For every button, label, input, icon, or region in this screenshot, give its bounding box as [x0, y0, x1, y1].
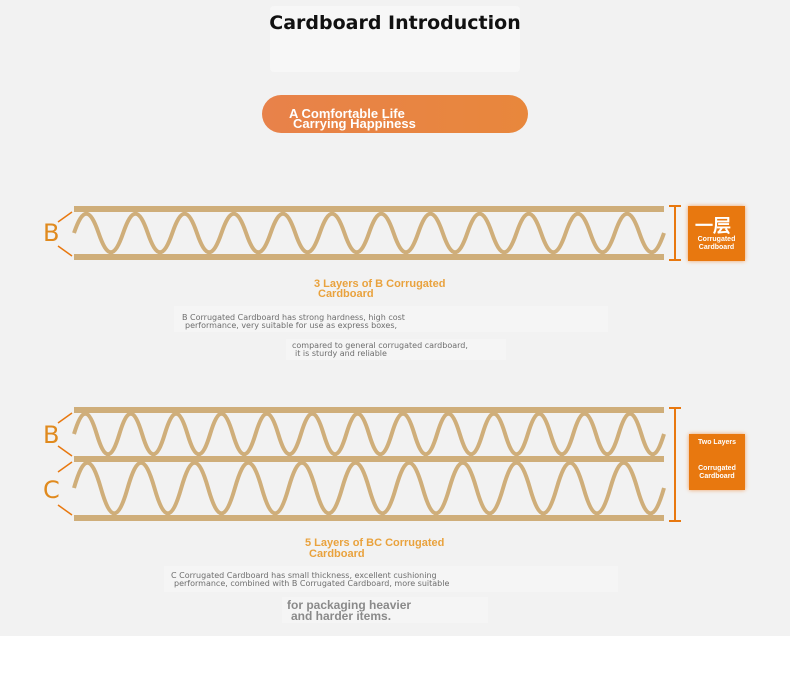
badge-caption-2: Cardboard	[698, 244, 735, 251]
description-line-4: and harder items.	[291, 609, 392, 623]
layer-badge-two: Two Layers Corrugated Cardboard	[689, 434, 745, 490]
description-line-2: performance, very suitable for use as ex…	[185, 321, 398, 330]
description-backdrop	[282, 597, 488, 623]
description-backdrop	[174, 306, 608, 332]
layer-badge-one: 一层 Corrugated Cardboard	[688, 206, 745, 261]
pointer-tick	[57, 245, 73, 257]
pointer-tick	[57, 412, 73, 424]
section-heading-line-1: 3 Layers of B Corrugated	[314, 278, 446, 290]
description-line-2: performance, combined with B Corrugated …	[174, 579, 450, 588]
badge-caption-2: Cardboard	[699, 473, 735, 480]
description-backdrop	[164, 566, 618, 592]
description-line-3: for packaging heavier	[287, 598, 412, 612]
liner-sheet	[74, 456, 664, 462]
pointer-tick	[57, 445, 73, 457]
liner-sheet	[74, 206, 664, 212]
bc-flute-board-diagram	[57, 407, 681, 522]
liner-sheet	[74, 515, 664, 521]
section-heading-line-2: Cardboard	[309, 548, 365, 560]
section-heading-line-1: 5 Layers of BC Corrugated	[305, 537, 445, 549]
badge-title: 一层	[695, 216, 731, 236]
description-backdrop	[286, 339, 506, 360]
title-backdrop	[270, 6, 520, 72]
description-line-3: compared to general corrugated cardboard…	[292, 341, 468, 350]
description-line-1: B Corrugated Cardboard has strong hardne…	[182, 313, 405, 322]
description-line-1: C Corrugated Cardboard has small thickne…	[171, 571, 437, 580]
page-title: Cardboard Introduction	[269, 12, 521, 34]
liner-sheet	[74, 254, 664, 260]
fluting-wave	[72, 460, 666, 515]
pointer-tick	[57, 461, 73, 473]
slogan-line-1: A Comfortable Life	[289, 106, 405, 121]
badge-title: Two Layers	[698, 439, 736, 446]
corrugated-diagrams	[57, 205, 681, 522]
layer-label-b: B	[43, 421, 60, 449]
layer-label-c: C	[43, 476, 60, 504]
b-flute-board-diagram	[57, 205, 681, 261]
fluting-wave	[72, 211, 666, 255]
liner-sheet	[74, 407, 664, 413]
slogan-banner: A Comfortable Life Carrying Happiness	[262, 95, 528, 133]
slogan-line-2: Carrying Happiness	[293, 116, 416, 131]
pointer-tick	[57, 504, 73, 516]
section-heading-line-2: Cardboard	[318, 288, 374, 300]
badge-caption-1: Corrugated	[698, 465, 736, 472]
pointer-tick	[57, 211, 73, 223]
layer-label-b: B	[43, 219, 60, 247]
fluting-wave	[72, 411, 666, 457]
description-line-4: it is sturdy and reliable	[295, 349, 387, 358]
badge-caption-1: Corrugated	[697, 236, 736, 243]
